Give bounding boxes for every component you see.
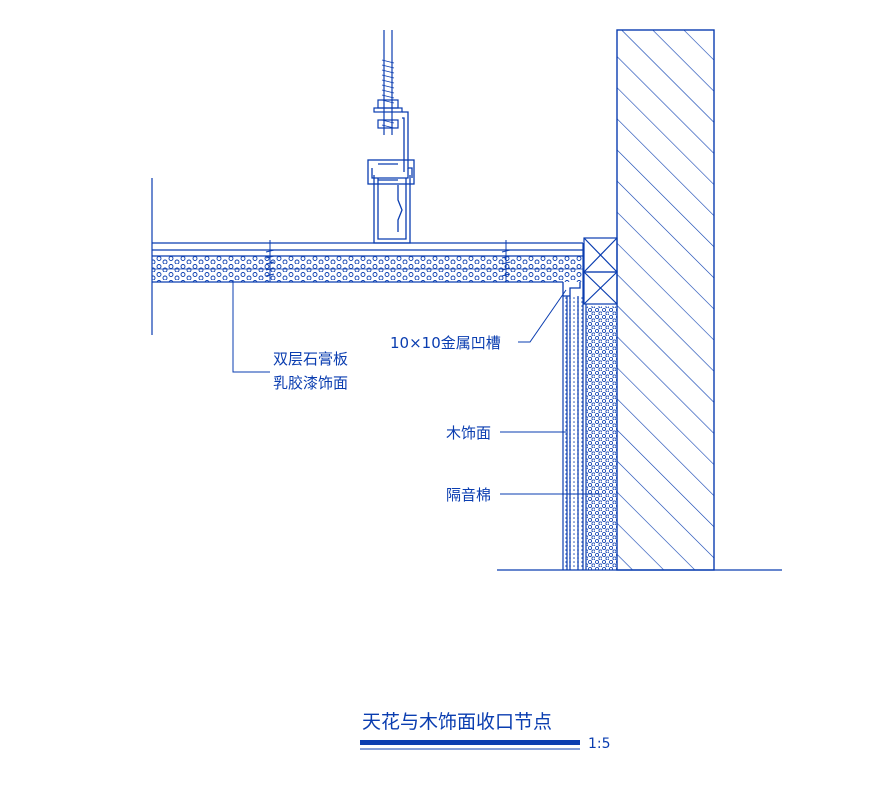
concrete-wall (616, 29, 715, 571)
leader-metal-groove (518, 289, 567, 343)
label-gypsum-line1: 双层石膏板 (273, 350, 348, 368)
label-gypsum-line2: 乳胶漆饰面 (273, 374, 348, 392)
drawing-scale: 1:5 (588, 736, 611, 752)
hanger-bracket (367, 111, 415, 185)
label-metal-groove: 10×10金属凹槽 (390, 334, 501, 352)
screw-left (265, 240, 275, 282)
screw-right (501, 240, 511, 282)
leader-gypsum (232, 280, 270, 373)
wood-block-bottom (583, 271, 618, 305)
wood-finish-panel (562, 290, 584, 570)
ceiling-keel (152, 242, 583, 251)
wood-block-top (583, 237, 618, 273)
label-insulation: 隔音棉 (446, 486, 491, 504)
sound-insulation (585, 304, 617, 570)
title-underline (360, 740, 580, 750)
drawing-title: 天花与木饰面收口节点 (362, 711, 552, 733)
main-channel (373, 175, 411, 244)
metal-groove (562, 282, 581, 297)
gypsum-board (152, 243, 584, 290)
label-wood-finish: 木饰面 (446, 424, 491, 442)
hanger-rod (373, 30, 403, 135)
